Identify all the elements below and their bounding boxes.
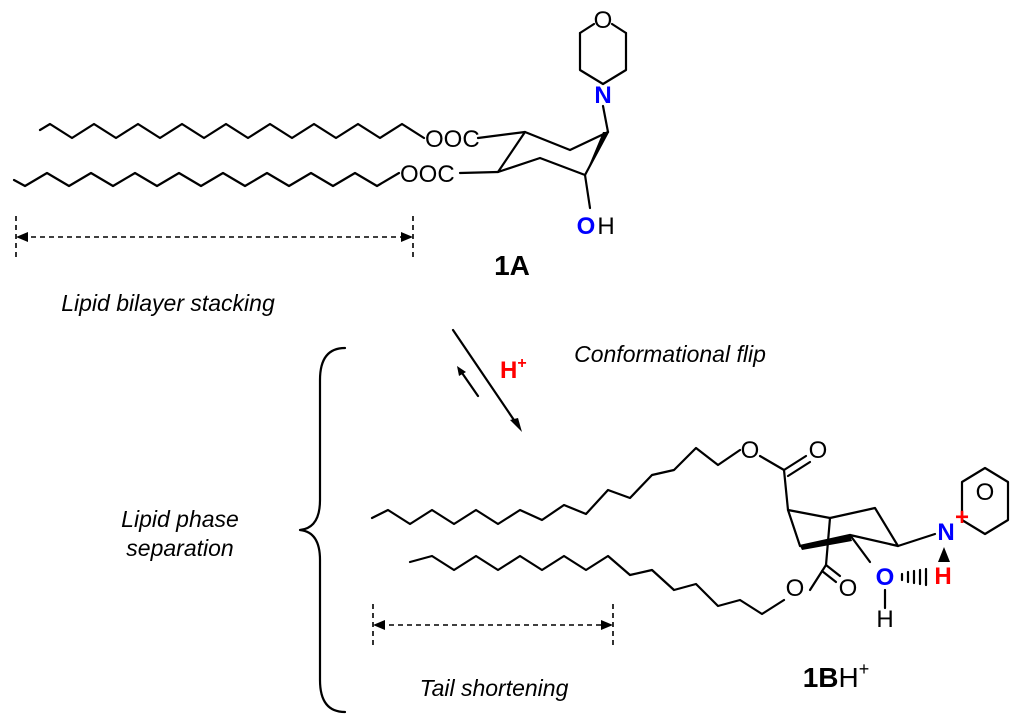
- ring-o-mask: [975, 481, 995, 505]
- upper-ester-c-dbl-o: [782, 454, 808, 472]
- lower-ester-oxygen-1: O: [786, 575, 805, 602]
- upper-ester-oxygen-2: O: [809, 437, 828, 464]
- bond-to-lower-ester: [824, 516, 832, 567]
- lower-ester-oxygen-2: O: [839, 575, 858, 602]
- structure-1bh: O N + H O H O O O O: [370, 437, 1010, 693]
- reverse-arrow-line: [458, 368, 480, 398]
- compound-label-1bh: 1BH+: [803, 659, 870, 693]
- bond-to-ester-1: [476, 130, 527, 140]
- hydroxyl-hydrogen-1bh: H: [876, 606, 893, 633]
- bond-to-ester-2: [458, 170, 500, 175]
- forward-arrowhead: [510, 418, 522, 432]
- ring-oxygen-1a: O: [594, 7, 613, 34]
- ester-label-1a-upper: OOC: [425, 126, 480, 153]
- upper-ester-oxygen-1: O: [741, 437, 760, 464]
- bilayer-measure: [15, 216, 414, 258]
- cyclohexane-chair-1a: [496, 130, 610, 177]
- upper-ester-dbl-second: [786, 460, 812, 478]
- tail-arrowhead-right: [601, 620, 613, 630]
- structure-1a: O N O H OOC OOC 1A: [12, 7, 628, 281]
- ammonium-wedge: [938, 547, 950, 562]
- tail-arrowhead-left: [373, 620, 385, 630]
- ammonium-charge: +: [955, 504, 969, 531]
- forward-arrow-line: [451, 328, 520, 428]
- bond-to-hydroxyl-1bh: [848, 533, 872, 564]
- hydrogen-bond-hash: [900, 567, 928, 587]
- ester-label-1a-lower: OOC: [400, 161, 455, 188]
- wedge-bond-1a: [585, 132, 608, 175]
- caption-bilayer: Lipid bilayer stacking: [61, 290, 275, 316]
- bilayer-arrowhead-left: [16, 232, 28, 242]
- bond-ring-o-right: [610, 22, 628, 35]
- reagent-proton: H+: [500, 355, 527, 384]
- bond-ring-o-left: [578, 22, 596, 35]
- bond-to-hydroxyl: [583, 173, 592, 210]
- compound-label-1a: 1A: [494, 250, 530, 281]
- caption-phase-line2: separation: [126, 535, 233, 561]
- caption-phase-line1: Lipid phase: [121, 506, 239, 532]
- alkyl-chain-1a-lower: [12, 171, 401, 188]
- hydroxyl-oxygen-1a: O: [577, 213, 596, 240]
- upper-ester-c-o: [758, 454, 786, 472]
- hydroxyl-oxygen-1bh: O: [876, 564, 895, 591]
- equilibrium-arrows: [451, 328, 522, 432]
- ammonium-hydrogen: H: [934, 563, 951, 590]
- ammonium-nitrogen: N: [937, 519, 954, 546]
- tail-measure: [372, 604, 614, 646]
- bond-to-upper-ester: [782, 468, 790, 512]
- lower-ester-c-dbl-o: [824, 563, 842, 578]
- reverse-arrowhead: [457, 366, 466, 376]
- chair-bold-edge: [800, 535, 852, 550]
- hydroxyl-hydrogen-1a: H: [597, 213, 614, 240]
- lower-ester-dbl-second: [820, 569, 838, 584]
- alkyl-chain-1bh-upper: [370, 446, 742, 526]
- morpholinium-ring: [960, 466, 1010, 536]
- caption-conformational-flip: Conformational flip: [574, 341, 766, 367]
- alkyl-chain-1bh-lower: [408, 554, 786, 616]
- ring-oxygen-1bh-visible: O: [976, 479, 995, 506]
- bond-to-ammonium: [896, 532, 937, 548]
- alkyl-chain-1a-upper: [38, 122, 426, 140]
- caption-tail-shortening: Tail shortening: [420, 675, 569, 701]
- bilayer-arrowhead-right: [401, 232, 413, 242]
- ring-nitrogen-1a: N: [594, 82, 611, 109]
- bond-n-to-cyclohexane: [601, 104, 610, 134]
- morpholine-ring-1a: [578, 31, 628, 86]
- lower-ester-c-o: [808, 563, 828, 592]
- curly-brace: [298, 346, 347, 714]
